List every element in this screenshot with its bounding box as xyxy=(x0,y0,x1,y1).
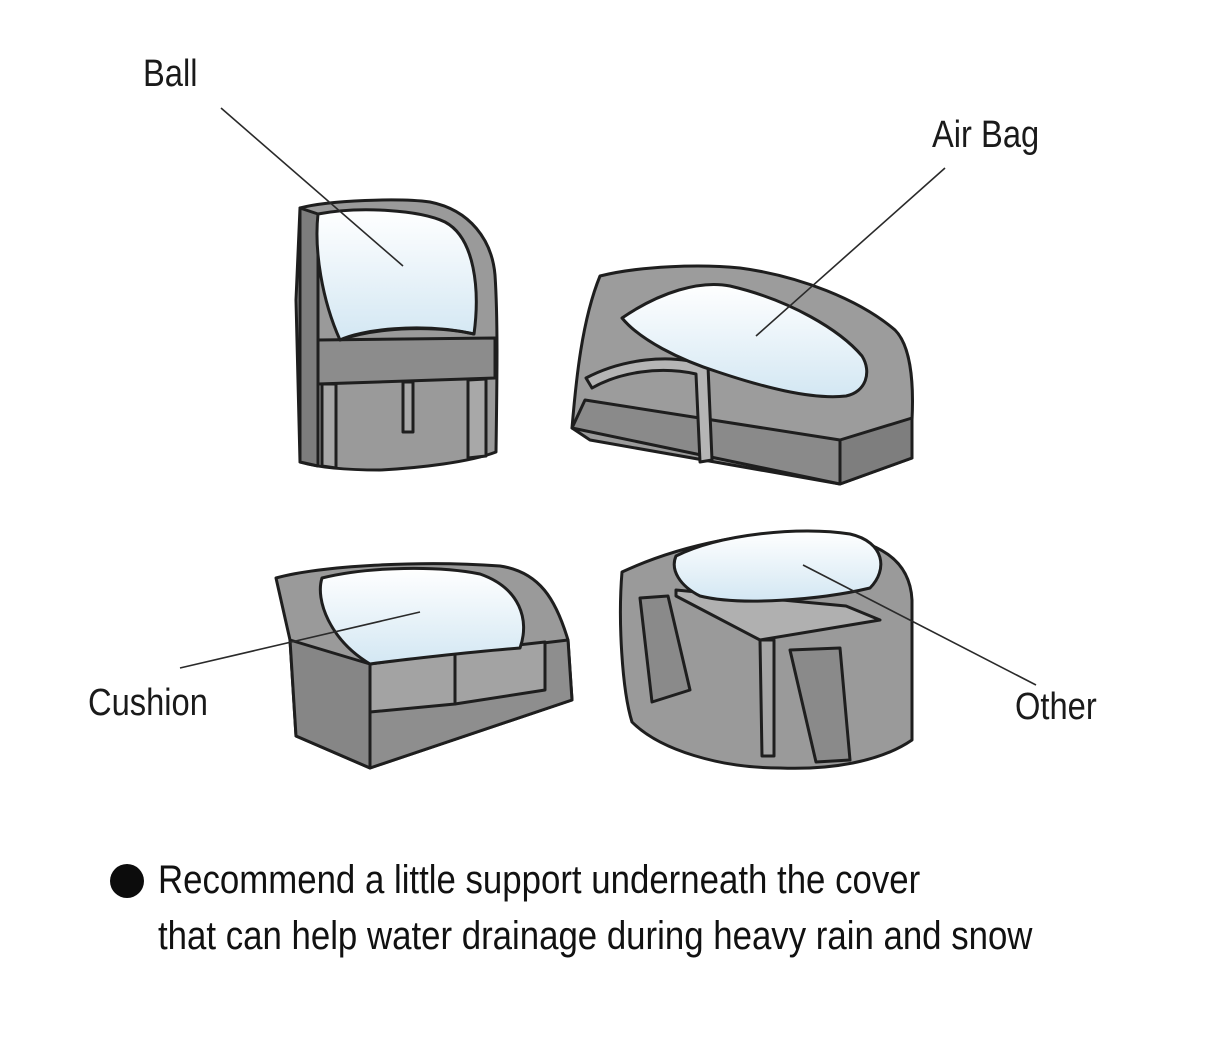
bullet-icon xyxy=(110,864,144,898)
note-line-2: that can help water drainage during heav… xyxy=(158,914,1033,958)
recommendation-note: Recommend a little support underneath th… xyxy=(110,852,1190,964)
leader-line-other xyxy=(802,564,1037,686)
label-other: Other xyxy=(1015,686,1097,728)
leader-line-ball xyxy=(220,107,404,267)
covered-dining-set-illustration xyxy=(618,529,914,770)
leader-line-cushion xyxy=(179,611,421,669)
covered-sofa-illustration xyxy=(274,562,574,770)
note-line-1: Recommend a little support underneath th… xyxy=(158,858,921,902)
leader-line-air-bag xyxy=(755,167,946,337)
label-air-bag: Air Bag xyxy=(932,114,1040,156)
label-ball: Ball xyxy=(143,53,198,95)
leader-lines xyxy=(179,107,1037,686)
covered-lounger-illustration xyxy=(570,264,914,486)
label-cushion: Cushion xyxy=(88,682,208,724)
covered-chair-illustration xyxy=(294,198,499,472)
